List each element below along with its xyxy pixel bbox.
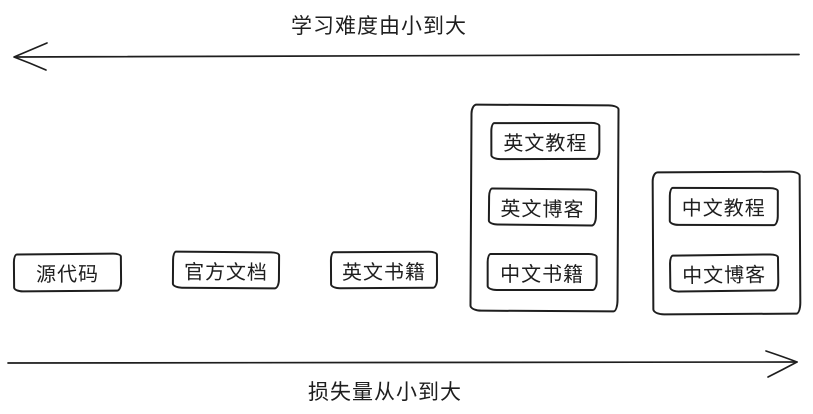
node-english-books: 英文书籍 [329,250,439,290]
node-chinese-books: 中文书籍 [486,252,598,291]
loss-axis-label: 损失量从小到大 [308,380,462,404]
node-english-tutorials-label: 英文教程 [503,130,588,155]
node-chinese-blogs: 中文博客 [668,253,780,293]
group-chinese-resources: 中文教程 中文博客 [651,170,802,316]
node-chinese-tutorials: 中文教程 [668,186,779,227]
node-english-blogs-label: 英文博客 [500,196,585,221]
node-official-docs-label: 官方文档 [183,259,269,284]
node-english-books-label: 英文书籍 [341,259,427,284]
difficulty-axis-label: 学习难度由小到大 [291,14,467,38]
node-source-code: 源代码 [12,252,123,293]
loss-axis-arrow [7,350,798,378]
node-chinese-books-label: 中文书籍 [500,261,585,286]
node-official-docs: 官方文档 [171,250,281,290]
node-source-code-label: 源代码 [35,261,100,287]
node-chinese-blogs-label: 中文博客 [682,262,767,288]
difficulty-axis-arrow [13,42,800,71]
group-english-resources: 英文教程 英文博客 中文书籍 [469,103,620,313]
node-english-tutorials: 英文教程 [490,121,601,161]
node-chinese-tutorials-label: 中文教程 [681,195,766,221]
node-english-blogs: 英文博客 [487,187,598,227]
